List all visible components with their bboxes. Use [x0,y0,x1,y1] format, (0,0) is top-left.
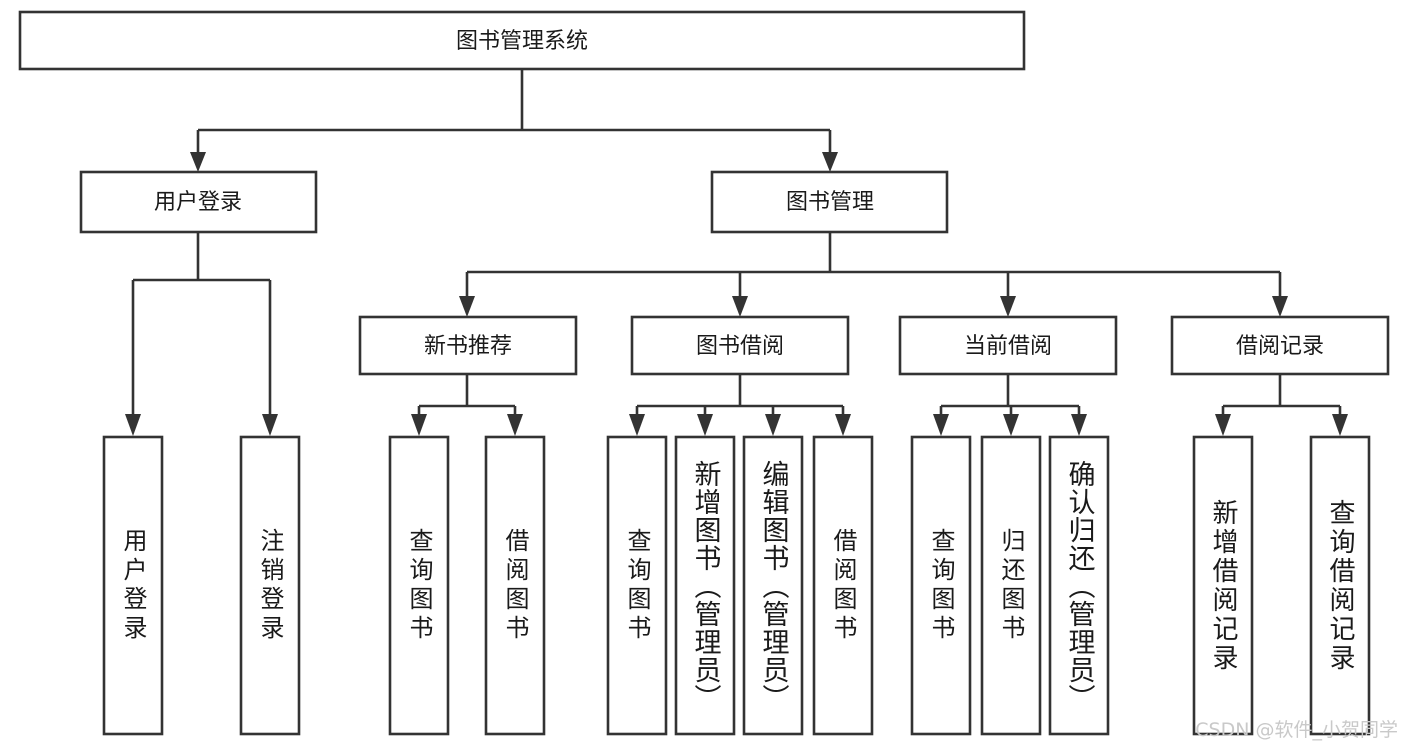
arrow-current-borrow-leaf3 [1071,414,1087,436]
leaf-borrow-record-query-box[interactable] [1309,435,1371,736]
arrow-new-book-leaf2 [507,414,523,436]
arrow-book-borrow-leaf2 [697,414,713,436]
leaf-user-login-login[interactable]: 用户登录 [102,435,164,736]
arrow-borrow-record-leaf2 [1332,414,1348,436]
leaf-current-borrow-return-label: 归还图书 [997,528,1025,644]
leaf-book-borrow-query[interactable]: 查询图书 [606,435,668,736]
leaf-current-borrow-query-box[interactable] [910,435,972,736]
node-borrow-record[interactable]: 借阅记录 [1170,315,1390,376]
leaf-current-borrow-confirm[interactable]: 确认归还（管理员） [1048,435,1110,736]
node-new-book-recommend-label: 新书推荐 [424,334,512,359]
leaf-book-borrow-add[interactable]: 新增图书（管理员） [674,435,736,736]
leaf-user-login-logout-label: 注销登录 [256,528,284,644]
leaf-borrow-record-add-label: 新增借阅记录 [1208,499,1238,673]
arrow-book-borrow-leaf3 [765,414,781,436]
node-root-box[interactable] [18,10,1026,71]
leaf-user-login-login-label: 用户登录 [119,528,147,644]
leaf-book-borrow-query-label: 查询图书 [623,528,651,644]
node-book-management-box[interactable] [710,170,949,234]
leaf-new-book-borrow-label: 借阅图书 [501,528,529,644]
leaf-borrow-record-query-label: 查询借阅记录 [1325,499,1355,673]
leaf-current-borrow-query[interactable]: 查询图书 [910,435,972,736]
node-new-book-recommend-box[interactable] [358,315,578,376]
node-new-book-recommend[interactable]: 新书推荐 [358,315,578,376]
arrow-current-borrow-leaf2 [1003,414,1019,436]
node-book-management-label: 图书管理 [786,190,874,215]
leaf-user-login-logout[interactable]: 注销登录 [239,435,301,736]
leaf-current-borrow-confirm-box[interactable] [1048,435,1110,736]
leaf-current-borrow-confirm-label: 确认归还（管理员） [1064,460,1096,712]
arrow-user-login-leaf2 [262,414,278,436]
arrow-current-borrow-leaf1 [933,414,949,436]
arrow-to-borrow-record [1272,296,1288,317]
leaf-current-borrow-query-label: 查询图书 [927,528,955,644]
leaf-new-book-query[interactable]: 查询图书 [388,435,450,736]
leaf-book-borrow-query-box[interactable] [606,435,668,736]
leaf-book-borrow-add-label: 新增图书（管理员） [690,460,722,712]
leaf-new-book-borrow[interactable]: 借阅图书 [484,435,546,736]
leaf-user-login-logout-box[interactable] [239,435,301,736]
node-book-borrow-box[interactable] [630,315,850,376]
leaf-book-borrow-borrow-box[interactable] [812,435,874,736]
leaf-book-borrow-edit[interactable]: 编辑图书（管理员） [742,435,804,736]
node-borrow-record-box[interactable] [1170,315,1390,376]
arrow-borrow-record-leaf1 [1215,414,1231,436]
leaf-borrow-record-add[interactable]: 新增借阅记录 [1192,435,1254,736]
node-current-borrow-box[interactable] [898,315,1118,376]
node-user-login-box[interactable] [79,170,318,234]
arrow-to-user-login [190,152,206,172]
leaf-book-borrow-borrow[interactable]: 借阅图书 [812,435,874,736]
node-book-borrow[interactable]: 图书借阅 [630,315,850,376]
arrow-to-book-mgmt [822,152,838,172]
node-borrow-record-label: 借阅记录 [1236,334,1324,359]
arrow-new-book-leaf1 [411,414,427,436]
node-current-borrow[interactable]: 当前借阅 [898,315,1118,376]
connector-group [125,69,1348,436]
leaf-book-borrow-borrow-label: 借阅图书 [829,528,857,644]
node-book-management[interactable]: 图书管理 [710,170,949,234]
node-root[interactable]: 图书管理系统 [18,10,1026,71]
leaf-new-book-query-box[interactable] [388,435,450,736]
leaf-current-borrow-return[interactable]: 归还图书 [980,435,1042,736]
arrow-book-borrow-leaf1 [629,414,645,436]
node-book-borrow-label: 图书借阅 [696,334,784,359]
leaf-user-login-login-box[interactable] [102,435,164,736]
node-user-login-label: 用户登录 [154,190,242,215]
leaf-book-borrow-edit-label: 编辑图书（管理员） [758,460,790,712]
leaf-new-book-borrow-box[interactable] [484,435,546,736]
leaf-book-borrow-edit-box[interactable] [742,435,804,736]
arrow-to-new-book [459,296,475,317]
arrow-user-login-leaf1 [125,414,141,436]
arrow-to-book-borrow [732,296,748,317]
leaf-current-borrow-return-box[interactable] [980,435,1042,736]
leaf-borrow-record-query[interactable]: 查询借阅记录 [1309,435,1371,736]
csdn-watermark: CSDN @软件_小贺同学 [1195,719,1398,741]
leaf-borrow-record-add-box[interactable] [1192,435,1254,736]
leaf-new-book-query-label: 查询图书 [405,528,433,644]
arrow-to-current-borrow [1000,296,1016,317]
leaf-book-borrow-add-box[interactable] [674,435,736,736]
arrow-book-borrow-leaf4 [835,414,851,436]
node-root-label: 图书管理系统 [456,29,588,54]
node-current-borrow-label: 当前借阅 [964,334,1052,359]
node-user-login[interactable]: 用户登录 [79,170,318,234]
